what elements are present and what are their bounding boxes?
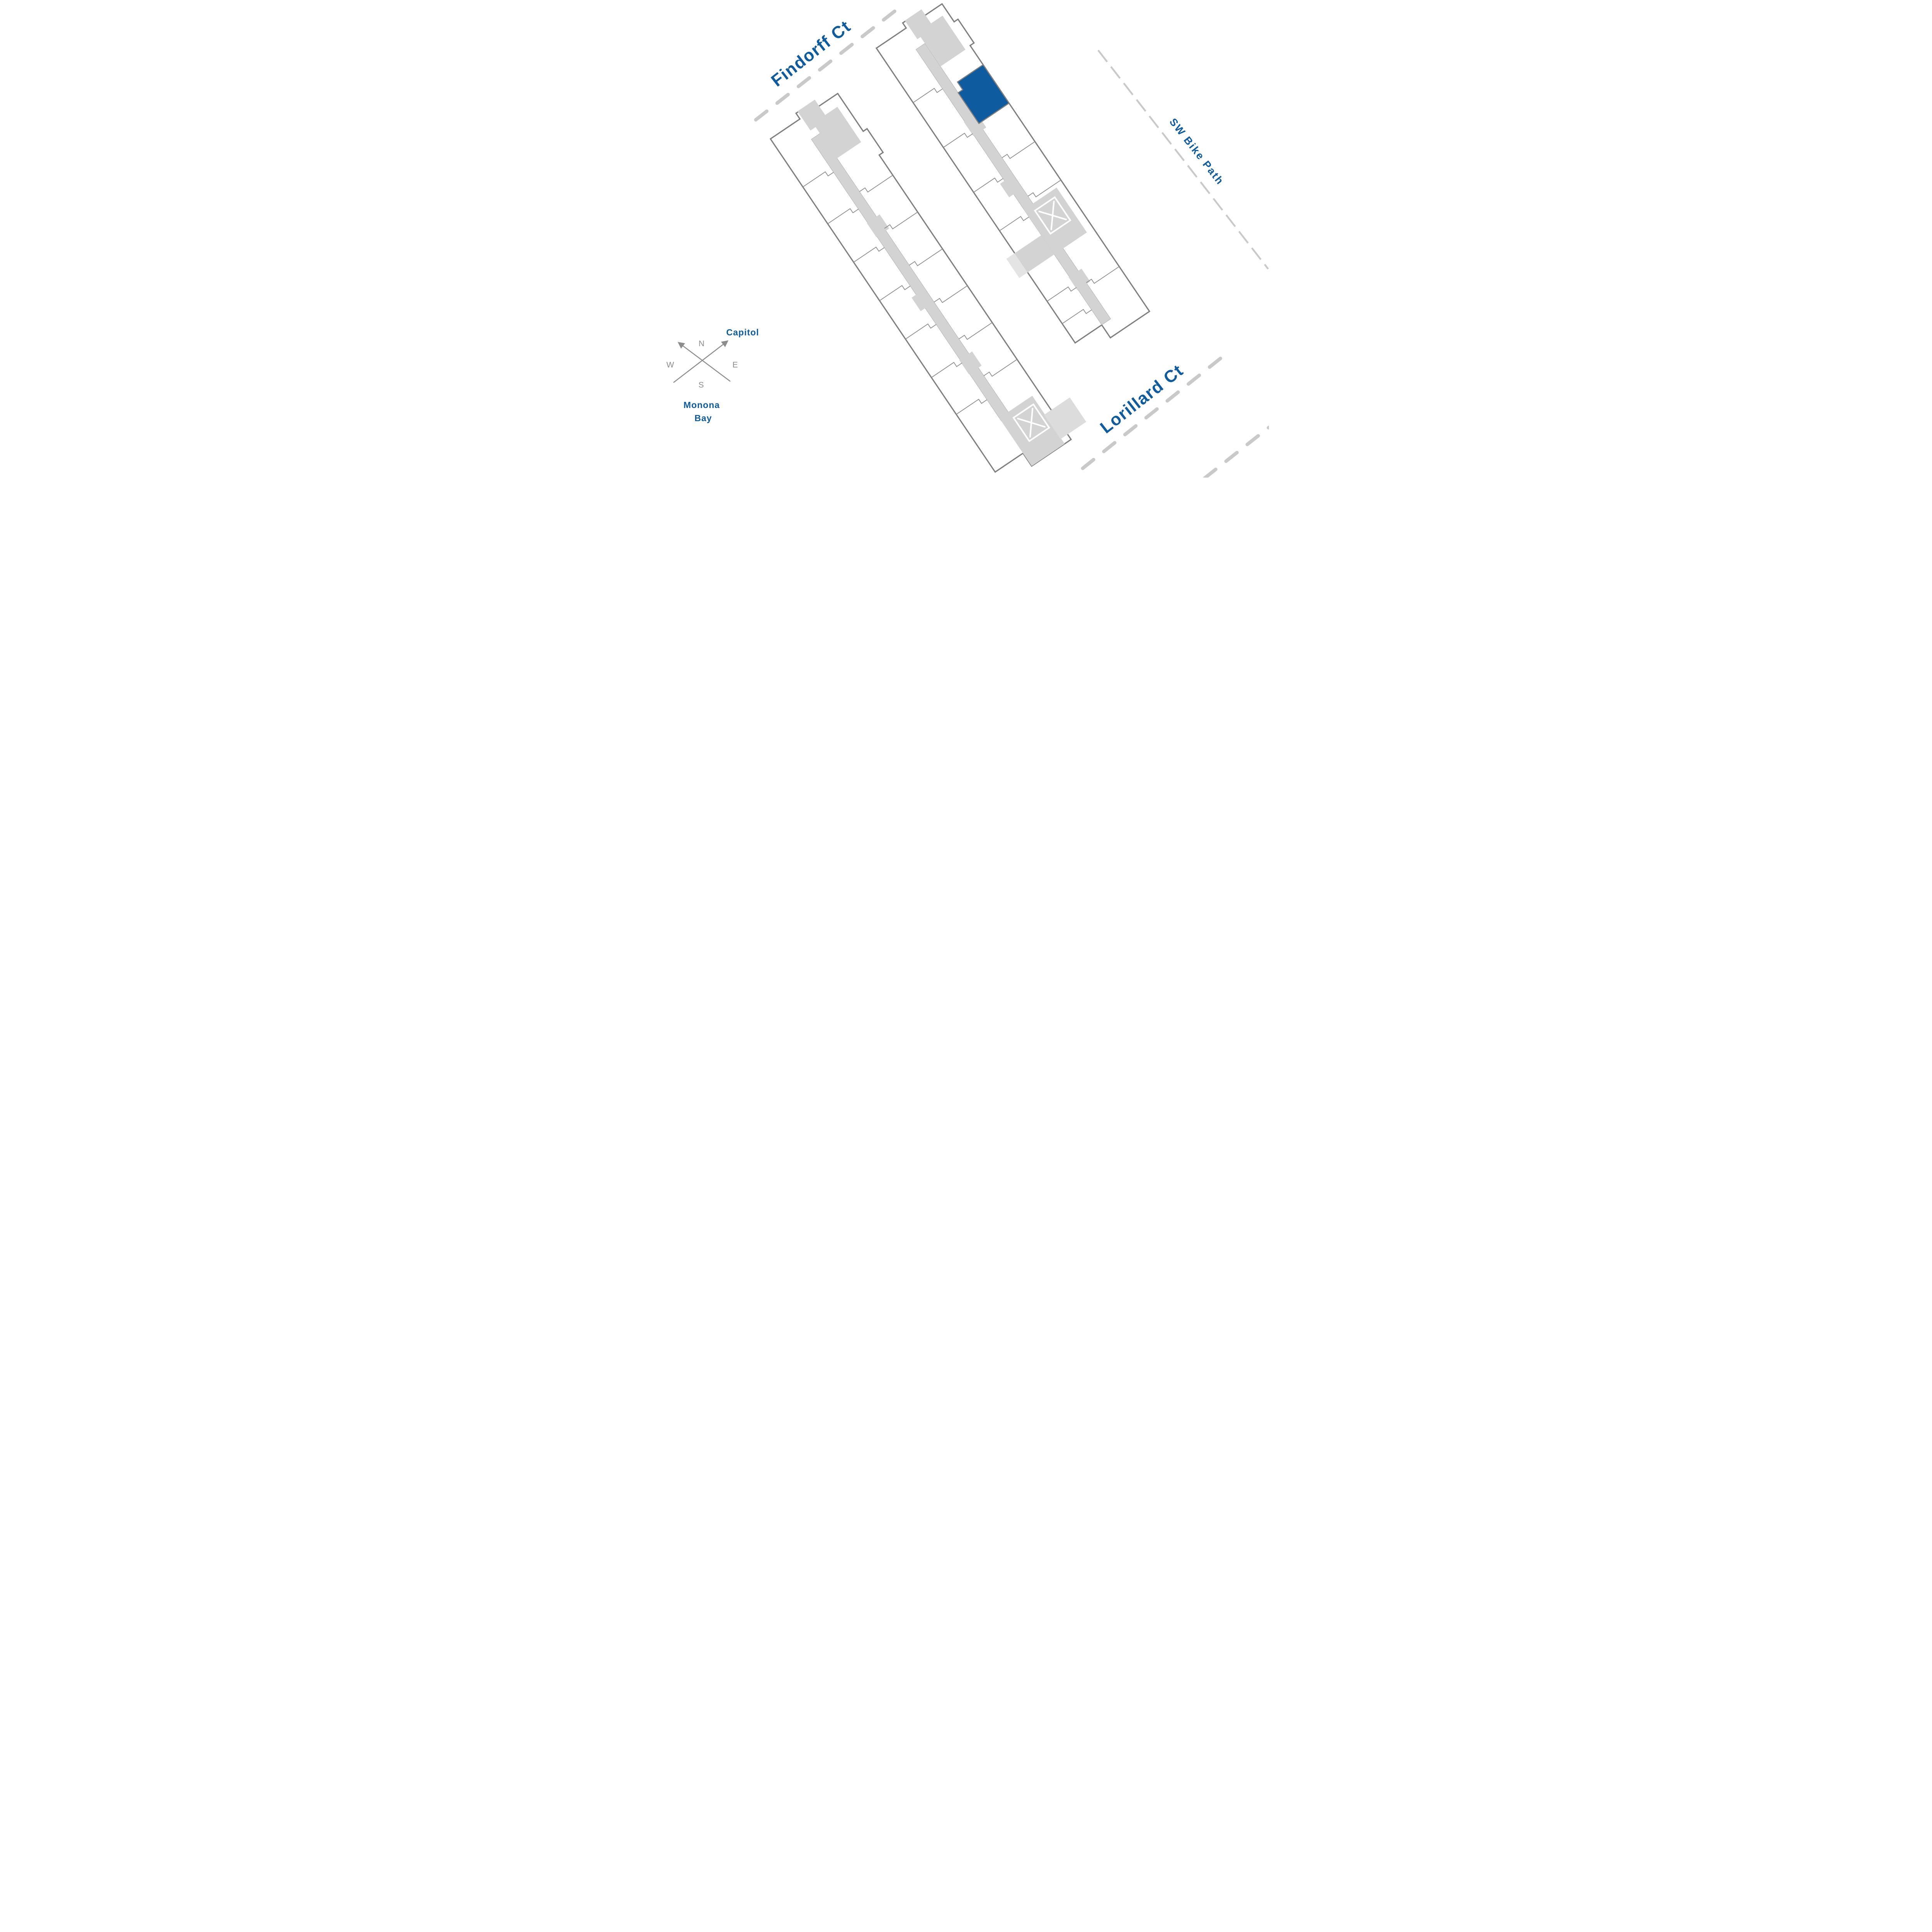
landmark-monona-bay: Monona Bay (684, 400, 720, 423)
unit-partition-walls-bikepath-side (1002, 141, 1120, 284)
corridor-segment (1000, 175, 1022, 197)
unit-partition-walls-court-side (803, 171, 987, 415)
street-lorillard: Lorillard Ct (1081, 354, 1269, 478)
entry-walk-patch (1044, 397, 1087, 439)
compass-icon: N E S W (667, 339, 738, 389)
site-plan-map: Findorff Ct SW Bike Path Lorillard Ct N … (663, 0, 1269, 478)
street-dashed-line-lorillard-far-side (1203, 425, 1269, 478)
compass-letter-n: N (699, 339, 705, 348)
corridor-segment (912, 289, 933, 311)
corridor-segment (964, 113, 986, 136)
elevator-x-icon (1017, 408, 1046, 438)
corridor-segment (959, 351, 982, 374)
highlighted-unit[interactable] (953, 64, 1010, 124)
building-east (875, 3, 1151, 344)
street-dashed-line-sw-bike-path (1097, 49, 1269, 270)
corridor-segment (1068, 269, 1090, 290)
stair-elevator-marker (1034, 196, 1071, 235)
landmark-monona-line1: Monona (684, 400, 720, 410)
compass-letter-e: E (732, 361, 738, 369)
stair-elevator-marker (1012, 403, 1050, 442)
landmark-capitol: Capitol (726, 327, 759, 337)
entry-vestibule (813, 107, 861, 159)
street-label-lorillard: Lorillard Ct (1097, 361, 1187, 437)
unit-partition-walls-court-side (913, 88, 1092, 324)
corridor-segment (867, 214, 889, 237)
street-sw-bike-path: SW Bike Path (1097, 49, 1269, 270)
street-dashed-line-findorff (754, 4, 903, 122)
cross-hall (1014, 235, 1054, 272)
compass-letter-s: S (698, 381, 704, 389)
elevator-x-icon (1038, 201, 1067, 230)
exit-walk-stub (1006, 253, 1028, 278)
compass-letter-w: W (667, 361, 675, 369)
compass-arrow-northwest (677, 342, 731, 382)
unit-partition-walls-bikepath-side (859, 175, 1017, 377)
landmark-monona-line2: Bay (694, 413, 712, 423)
building-west (769, 92, 1087, 473)
street-dashed-line-lorillard (1081, 354, 1226, 470)
entry-vestibule (917, 15, 966, 66)
compass-arrow-northeast (673, 340, 729, 383)
site-plan-canvas: Findorff Ct SW Bike Path Lorillard Ct N … (667, 3, 1269, 478)
